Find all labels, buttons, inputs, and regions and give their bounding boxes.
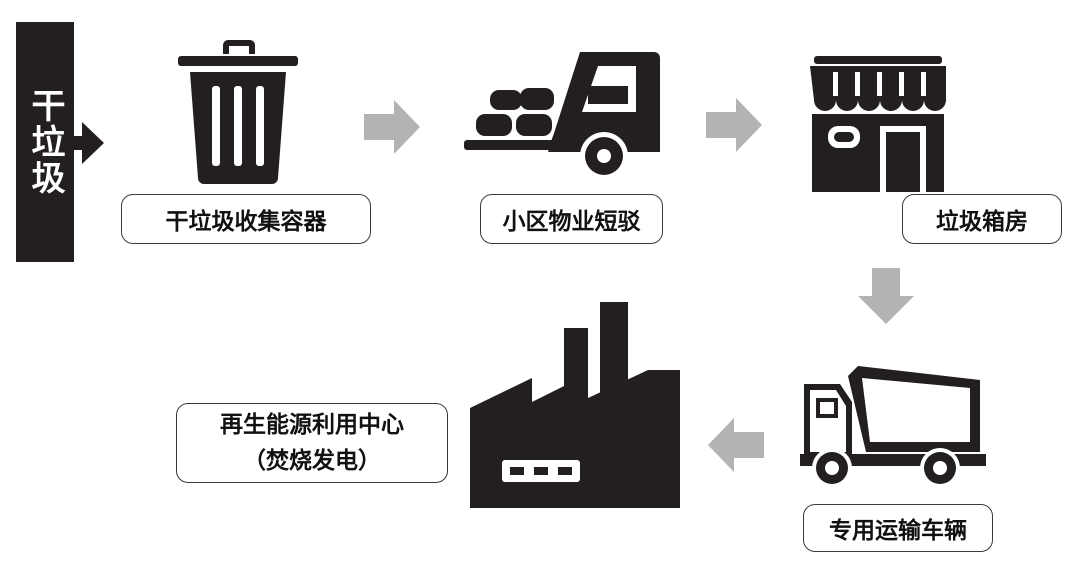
flow-arrow-right-icon <box>364 100 420 154</box>
factory-icon <box>470 302 680 508</box>
step-box-transport-vehicle: 专用运输车辆 <box>803 504 993 552</box>
side-label-dry-garbage: 干垃圾 <box>16 22 74 262</box>
trash-can-icon <box>178 40 298 184</box>
forklift-icon <box>464 52 660 180</box>
flow-arrow-left-icon <box>708 418 764 472</box>
flow-arrow-right-icon <box>706 98 762 152</box>
energy-center-title: 再生能源利用中心 <box>220 412 404 438</box>
storefront-icon <box>810 56 946 192</box>
side-arrow-icon <box>74 122 104 164</box>
flow-arrow-down-icon <box>858 268 914 324</box>
dump-truck-icon <box>800 366 986 488</box>
step-box-property-shuttle: 小区物业短驳 <box>480 194 663 244</box>
step-box-garbage-room: 垃圾箱房 <box>902 194 1062 244</box>
step-box-collection-container: 干垃圾收集容器 <box>121 194 371 244</box>
energy-center-subtitle: （焚烧发电） <box>243 448 381 474</box>
step-box-energy-center: 再生能源利用中心 （焚烧发电） <box>176 403 448 483</box>
